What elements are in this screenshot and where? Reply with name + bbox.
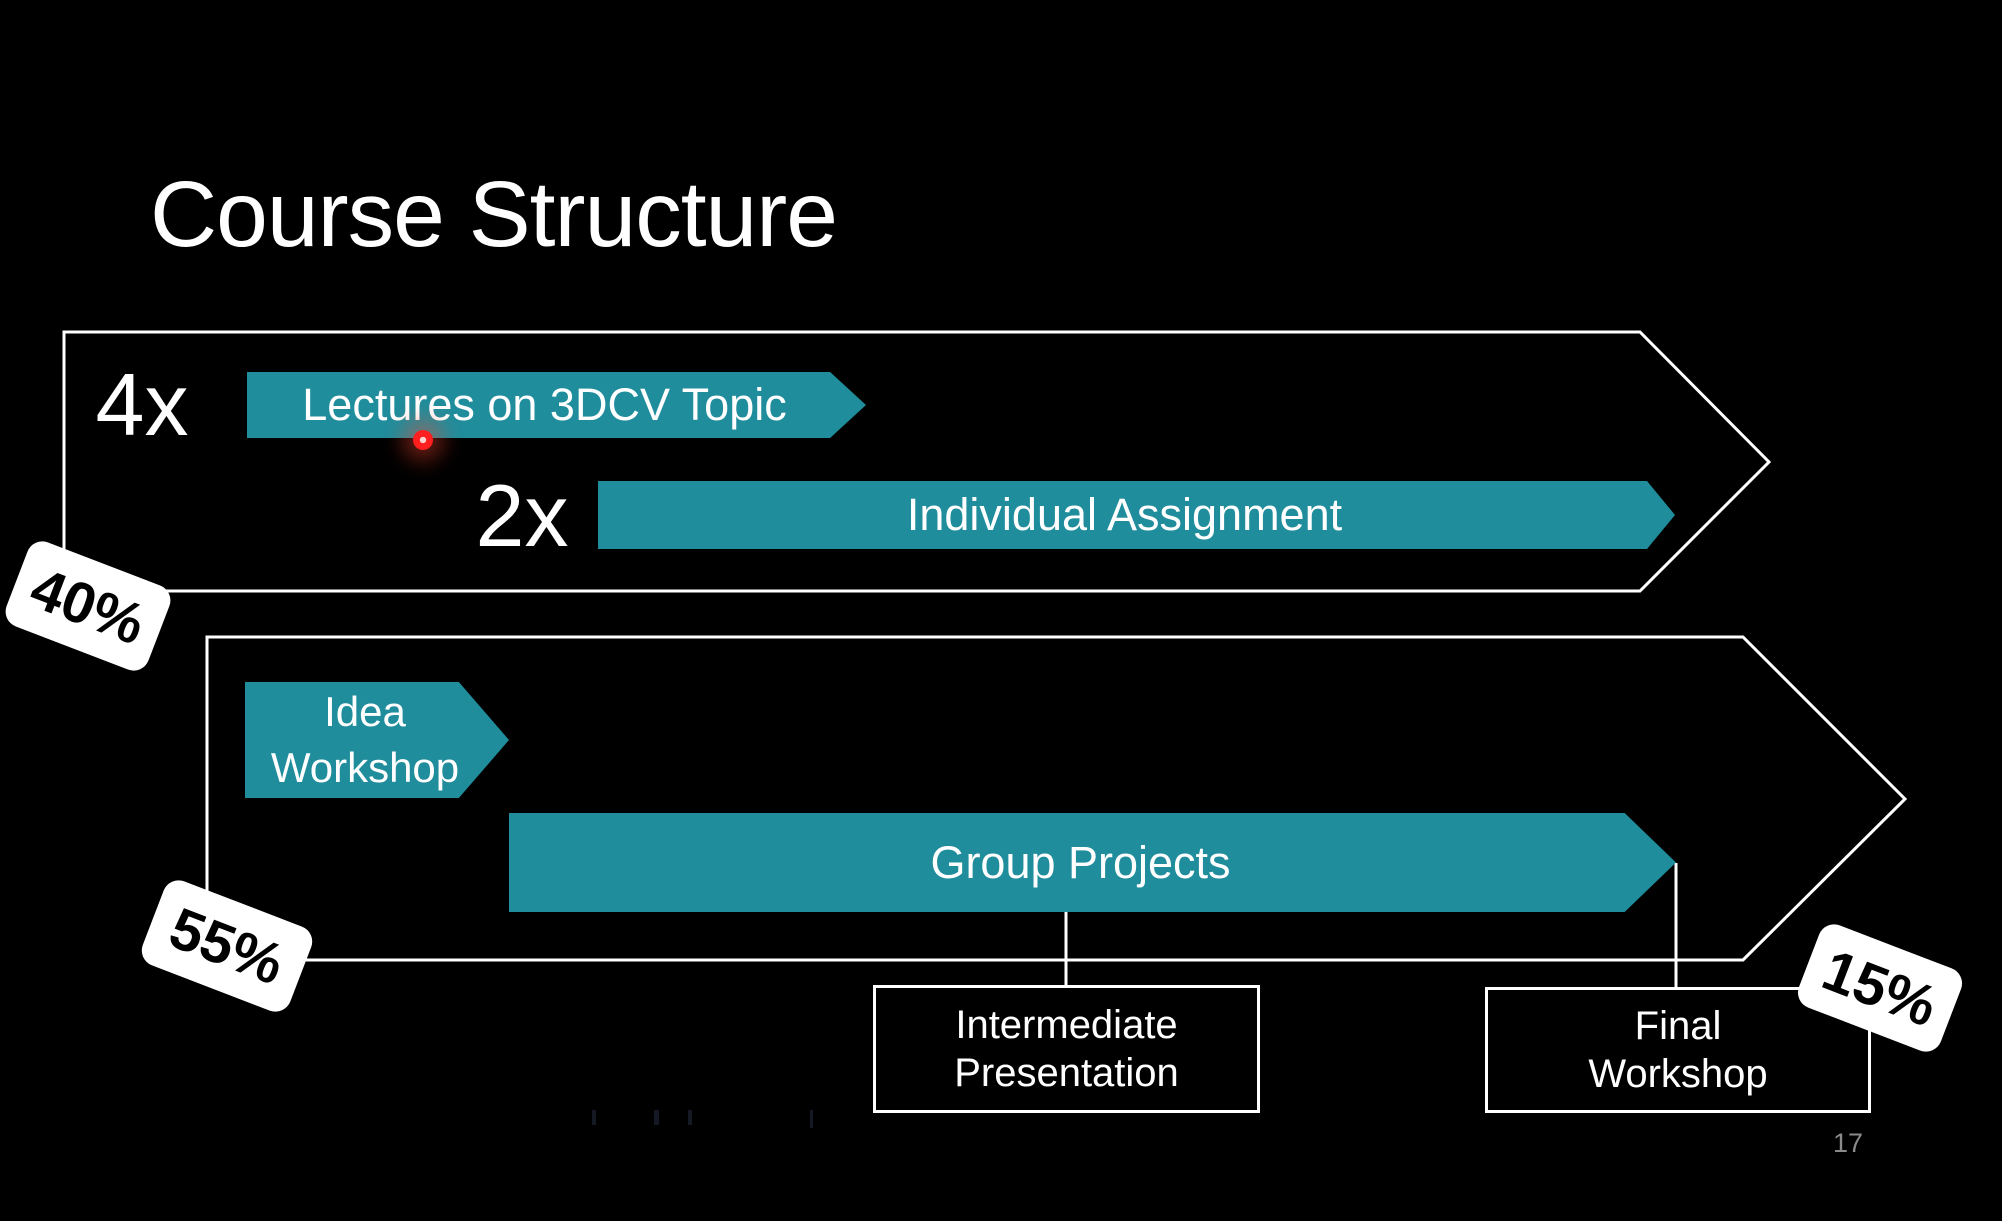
lectures-arrow: Lectures on 3DCV Topic (247, 372, 866, 438)
page-number: 17 (1832, 1128, 1864, 1158)
idea-workshop-label-line1: Idea (324, 688, 406, 735)
faint-ghost-text-artifact (592, 1108, 832, 1128)
intermediate-presentation-line2: Presentation (954, 1051, 1179, 1095)
final-workshop-line2: Workshop (1588, 1052, 1768, 1096)
intermediate-presentation-box: Intermediate Presentation (873, 985, 1260, 1113)
assignment-multiplier: 2x (475, 466, 569, 565)
artifact-tick (592, 1110, 596, 1125)
group-projects-arrow: Group Projects (509, 813, 1676, 912)
intermediate-presentation-line1: Intermediate (955, 1003, 1178, 1047)
artifact-tick (688, 1110, 692, 1125)
artifact-tick (810, 1110, 813, 1128)
idea-workshop-label-line2: Workshop (270, 744, 460, 791)
laser-pointer-dot (413, 430, 433, 450)
individual-assignment-arrow: Individual Assignment (598, 481, 1675, 549)
artifact-tick (654, 1110, 659, 1125)
final-workshop-box: Final Workshop (1485, 987, 1871, 1113)
semester-block1-outline-arrow (62, 330, 1772, 593)
lectures-multiplier: 4x (95, 355, 189, 454)
idea-workshop-arrow: Idea Workshop (245, 682, 509, 798)
group-projects-label: Group Projects (930, 836, 1231, 888)
lectures-arrow-label: Lectures on 3DCV Topic (302, 379, 787, 430)
individual-assignment-label: Individual Assignment (906, 489, 1343, 540)
page-title: Course Structure (150, 162, 838, 266)
final-workshop-line1: Final (1634, 1004, 1722, 1048)
